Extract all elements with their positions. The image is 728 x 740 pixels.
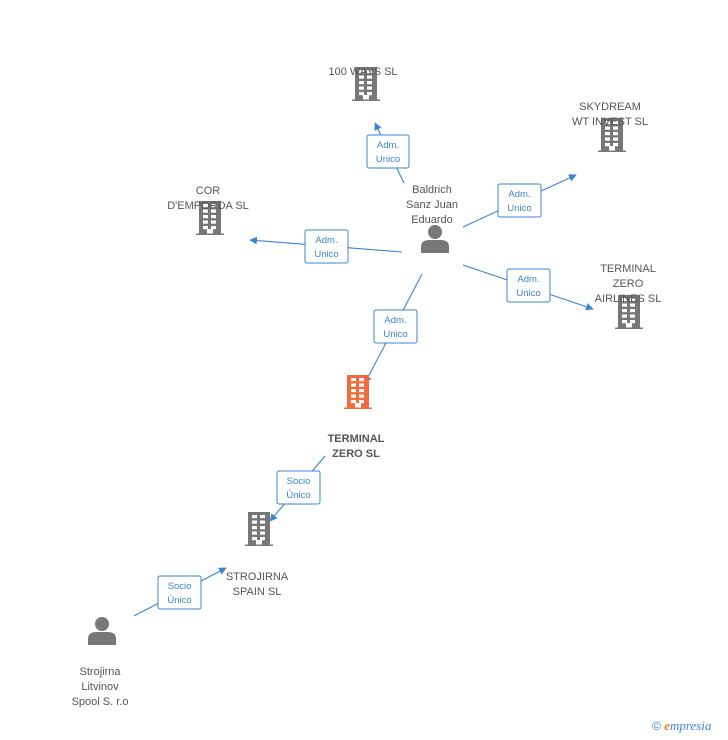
node-label-line[interactable]: Eduardo (411, 214, 453, 226)
building-icon[interactable] (344, 375, 372, 409)
edge-label-line: Unico (376, 154, 400, 165)
node-label-line[interactable]: SKYDREAM (579, 101, 641, 113)
edge-label-box[interactable]: Adm. Unico (304, 229, 349, 264)
node-nstrojspain[interactable]: STROJIRNA SPAIN SL (226, 512, 289, 598)
copyright-symbol: © (652, 719, 661, 733)
building-icon[interactable] (352, 67, 380, 101)
node-label-line[interactable]: Sanz Juan (406, 199, 458, 211)
edge-label-line: Unico (314, 249, 338, 260)
edge-nbaldrich-to-n100ways: Adm. Unico (366, 122, 410, 184)
edge-label-line: Unico (383, 329, 407, 340)
node-label-line[interactable]: SPAIN SL (233, 586, 282, 598)
edge-label-line: Adm. (517, 274, 539, 285)
edge-label-line: Unico (516, 288, 540, 299)
edge-label-line: Único (286, 490, 310, 501)
edge-label-line: Socio (168, 581, 192, 592)
edge-nbaldrich-to-ncor: Adm. Unico (249, 229, 403, 264)
node-label-line[interactable]: STROJIRNA (226, 571, 289, 583)
edge-label-box[interactable]: Adm. Unico (497, 183, 542, 218)
building-icon[interactable] (245, 512, 273, 546)
empresia-logo[interactable]: empresia (664, 718, 711, 733)
node-label-line[interactable]: ZERO (613, 278, 644, 290)
node-label-line[interactable]: D'EMPORDA SL (167, 200, 249, 212)
edge-label-box[interactable]: Adm. Unico (366, 134, 410, 169)
person-icon[interactable] (421, 225, 449, 253)
logo-text: mpresia (669, 718, 712, 733)
node-label-line[interactable]: TERMINAL (328, 433, 385, 445)
logo-initial: e (664, 718, 670, 733)
edge-label-line: Unico (507, 203, 531, 214)
node-label-line[interactable]: Spool S. r.o (72, 696, 129, 708)
node-label-line[interactable]: ZERO SL (332, 448, 380, 460)
node-n100ways[interactable]: 100 WAYS SL (328, 66, 398, 101)
edge-label-line: Adm. (384, 315, 406, 326)
person-icon[interactable] (88, 617, 116, 645)
edge-label-line: Único (167, 595, 191, 606)
node-nterminal[interactable]: TERMINAL ZERO SL (328, 375, 385, 460)
node-label-line[interactable]: Strojirna (80, 666, 122, 678)
node-label-line[interactable]: AIRLINES SL (595, 293, 662, 305)
edge-nbaldrich-to-nskydream: Adm. Unico (462, 174, 577, 228)
edge-label-line: Adm. (377, 140, 399, 151)
node-label-line[interactable]: COR (196, 185, 221, 197)
node-nterminalair[interactable]: TERMINAL ZERO AIRLINES SL (595, 263, 662, 329)
footer-credit: © empresia (652, 718, 711, 734)
building-icon[interactable] (615, 295, 643, 329)
node-label-line[interactable]: WT INVEST SL (572, 116, 648, 128)
node-label-line[interactable]: 100 WAYS SL (328, 66, 397, 78)
edge-label-line: Adm. (508, 189, 530, 200)
edge-label-line: Socio (287, 476, 311, 487)
edge-label-box[interactable]: Adm. Unico (373, 309, 418, 344)
node-label-line[interactable]: Litvinov (81, 681, 119, 693)
edge-label-line: Adm. (315, 235, 337, 246)
building-icon[interactable] (598, 118, 626, 152)
edge-nbaldrich-to-nterminal: Adm. Unico (364, 273, 423, 384)
edge-nbaldrich-to-nterminalair: Adm. Unico (462, 264, 594, 311)
node-nskydream[interactable]: SKYDREAM WT INVEST SL (572, 101, 648, 152)
node-ncor[interactable]: COR D'EMPORDA SL (167, 185, 249, 235)
node-label-line[interactable]: TERMINAL (600, 263, 656, 275)
node-label-line[interactable]: Baldrich (412, 184, 452, 196)
building-icon[interactable] (196, 201, 224, 235)
edge-label-box[interactable]: Adm. Unico (506, 268, 551, 303)
